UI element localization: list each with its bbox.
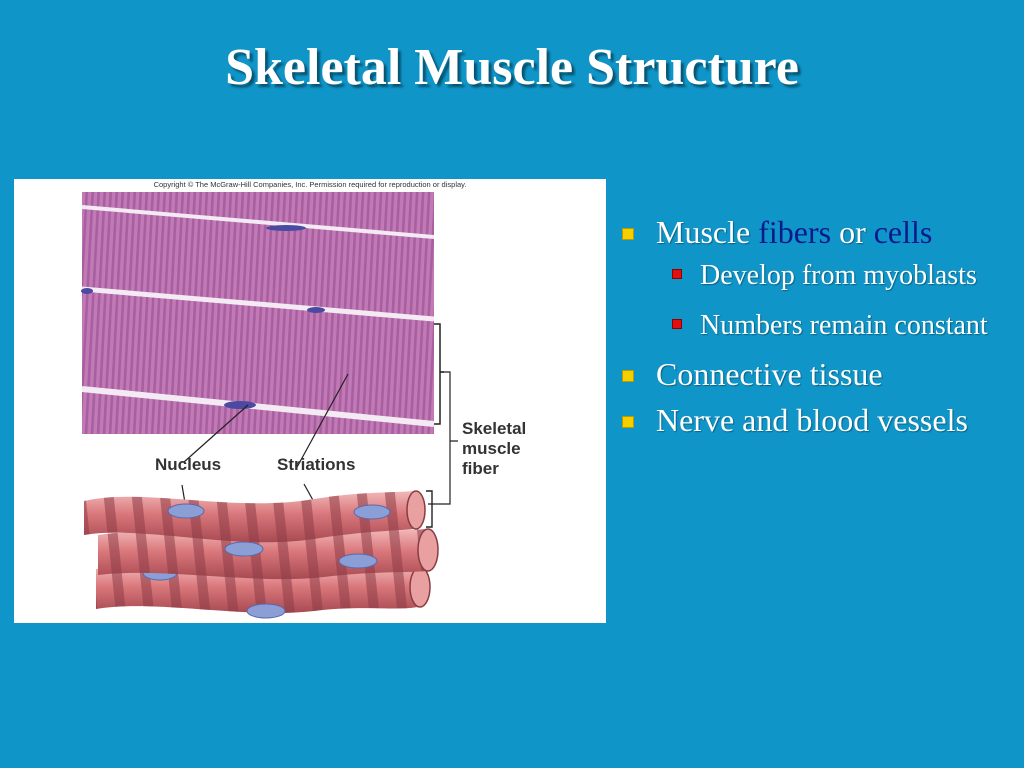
micrograph bbox=[81, 192, 435, 434]
drawn-fiber-top bbox=[84, 490, 426, 543]
bullet-connective-tissue: Connective tissue bbox=[620, 356, 1015, 392]
muscle-figure: Copyright © The McGraw-Hill Companies, I… bbox=[14, 179, 606, 623]
drawn-fiber-bottom bbox=[96, 565, 431, 619]
keyword-cells: cells bbox=[873, 214, 933, 250]
square-bullet-icon bbox=[622, 228, 634, 240]
slide-title: Skeletal Muscle Structure bbox=[225, 39, 799, 96]
keyword-fibers: fibers bbox=[758, 214, 832, 250]
square-bullet-icon bbox=[672, 319, 682, 329]
bullet-muscle-fibers: Muscle fibers or cells Develop from myob… bbox=[620, 214, 1015, 346]
square-bullet-icon bbox=[622, 370, 634, 382]
sub-bullet-myoblasts: Develop from myoblasts bbox=[656, 256, 1015, 296]
square-bullet-icon bbox=[672, 269, 682, 279]
label-nucleus: Nucleus bbox=[155, 455, 222, 474]
label-striations: Striations bbox=[277, 455, 356, 474]
bullet-nerve-blood: Nerve and blood vessels bbox=[620, 402, 1015, 438]
label-skeletal-muscle-fiber: Skeletal muscle fiber bbox=[462, 419, 527, 478]
copyright-notice: Copyright © The McGraw-Hill Companies, I… bbox=[153, 180, 467, 189]
sub-bullet-list: Develop from myoblasts Numbers remain co… bbox=[656, 256, 1015, 346]
square-bullet-icon bbox=[622, 416, 634, 428]
bullet-list: Muscle fibers or cells Develop from myob… bbox=[620, 214, 1015, 448]
sub-bullet-numbers: Numbers remain constant bbox=[656, 306, 1015, 346]
muscle-illustration bbox=[81, 192, 458, 619]
drawn-fiber-middle bbox=[98, 528, 439, 580]
